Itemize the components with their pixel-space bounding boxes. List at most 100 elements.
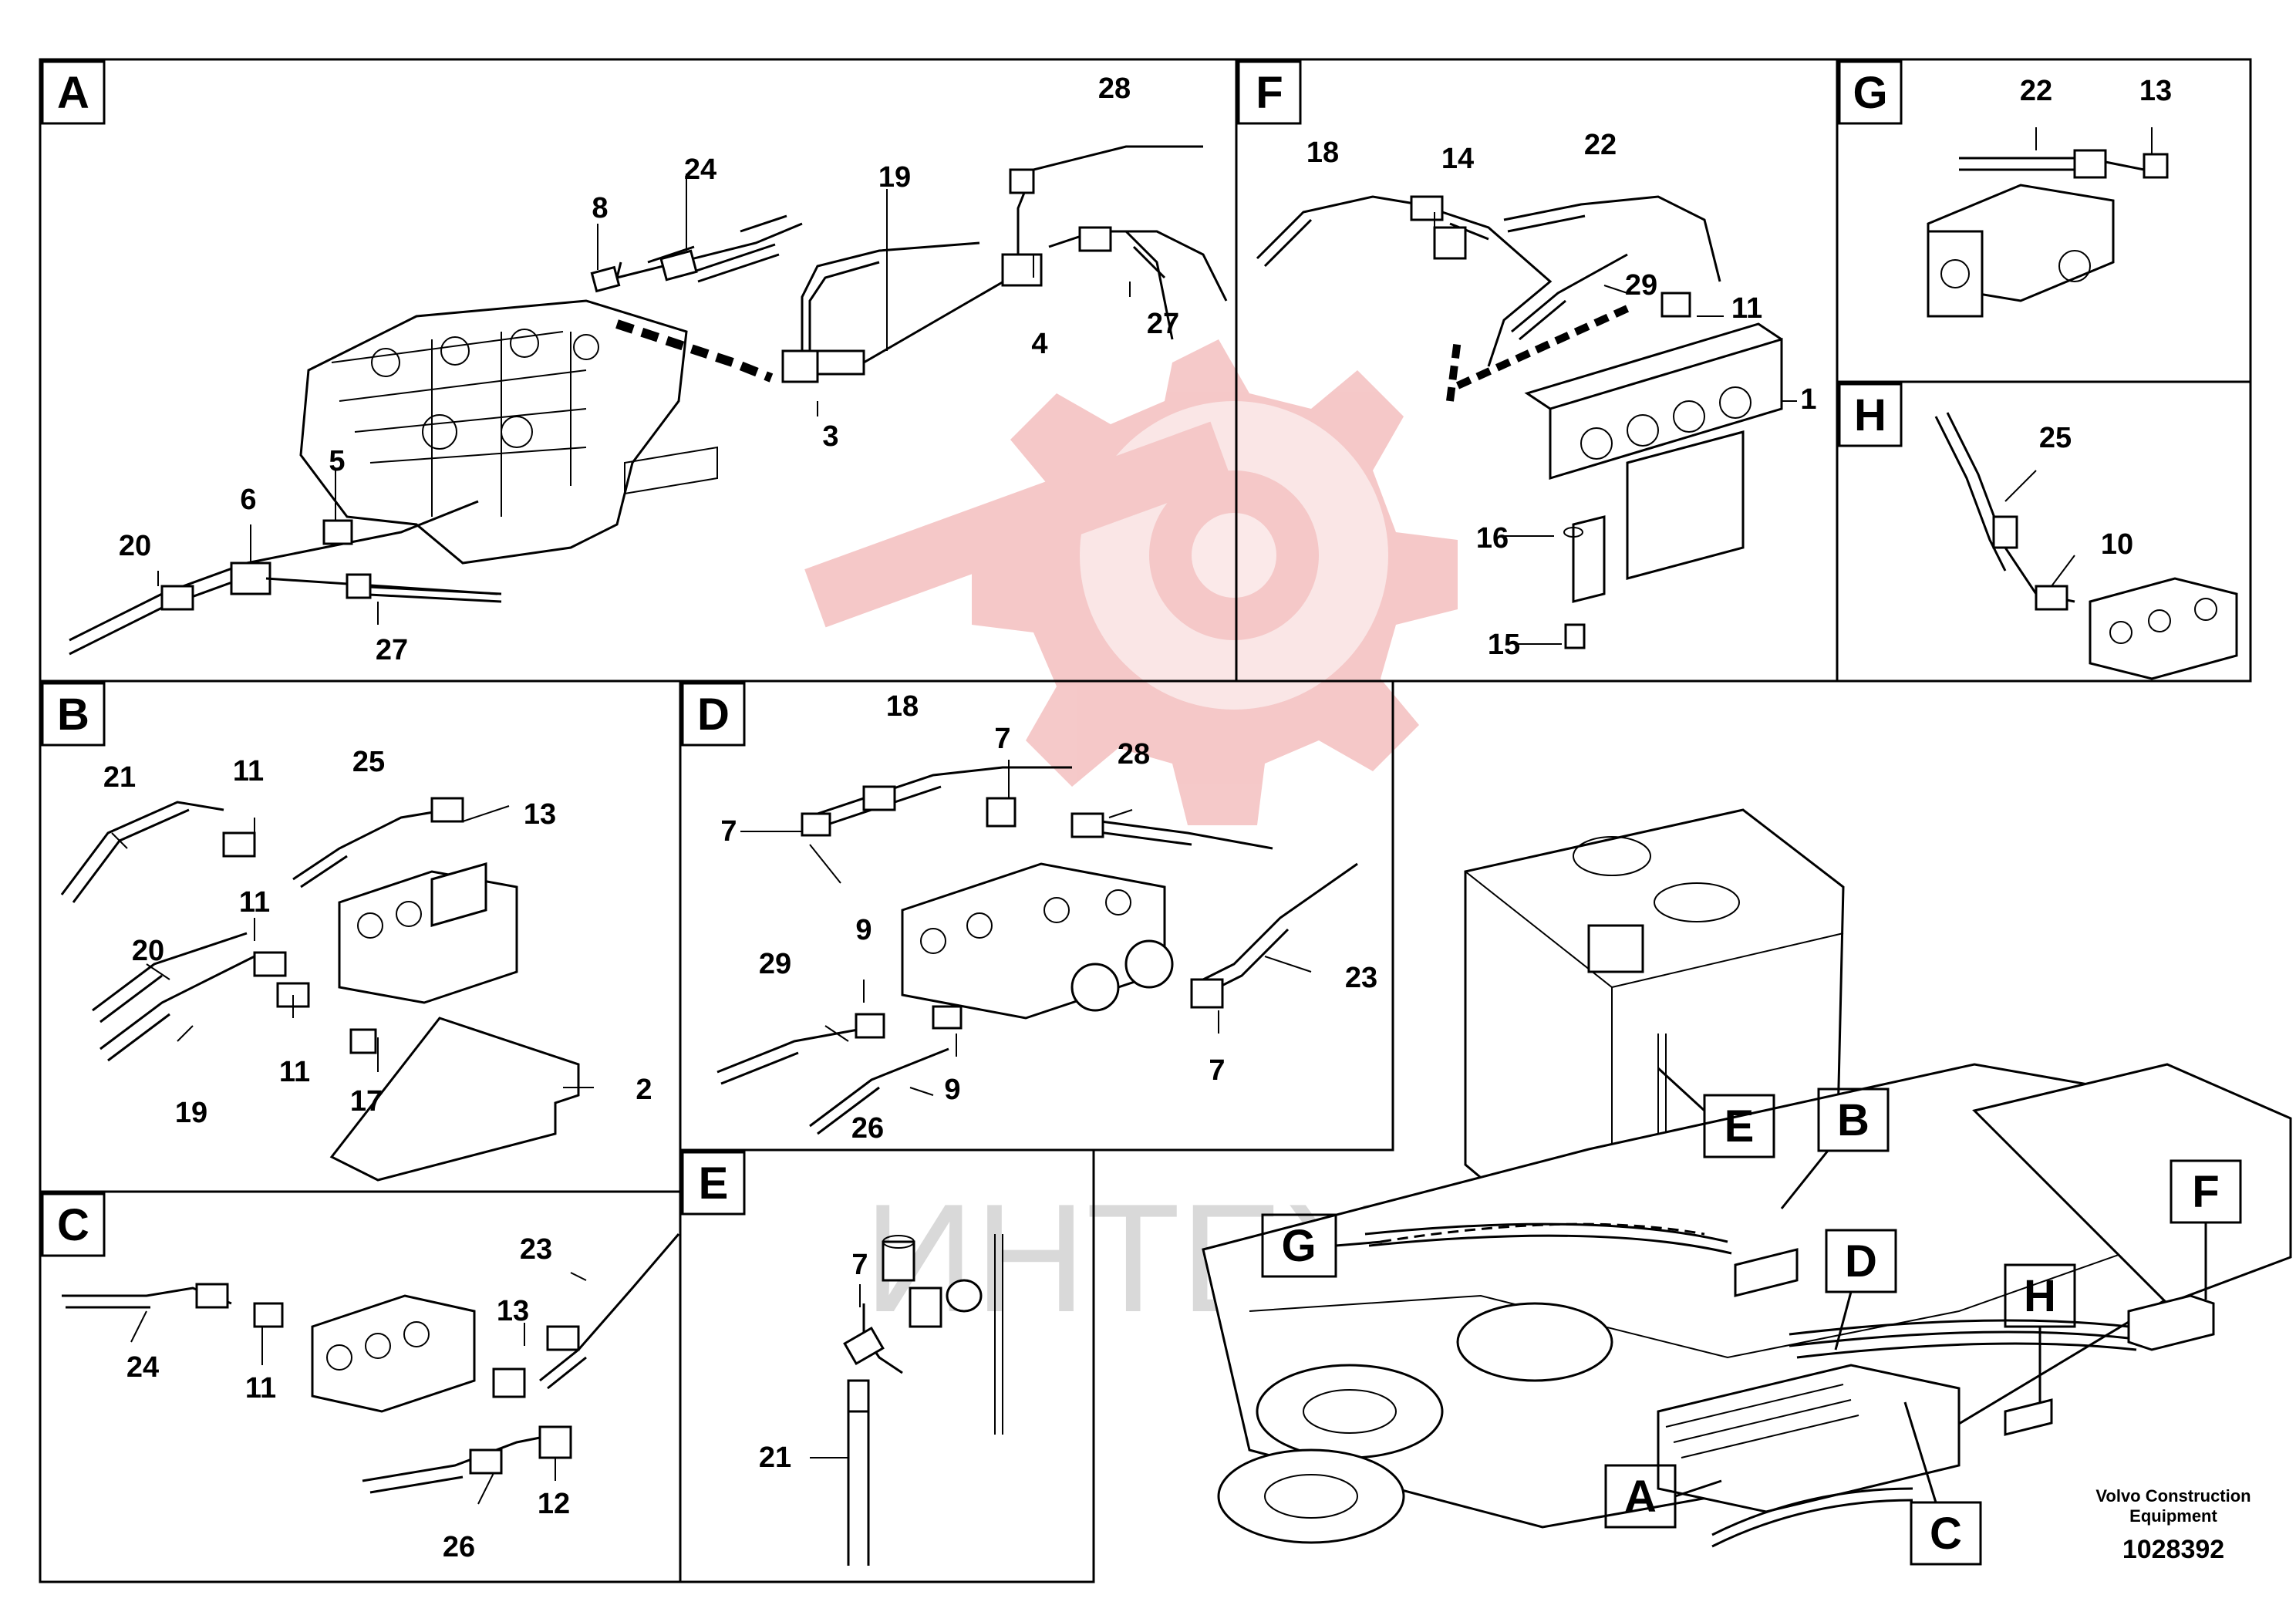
panel-A-drawing	[69, 145, 1228, 656]
part-number: 5	[329, 445, 345, 477]
control-valve	[299, 299, 688, 565]
panel-C-numbers: 23 24 11 13 12 26	[126, 1233, 570, 1563]
part-number: 13	[524, 798, 556, 831]
part-number: 26	[851, 1112, 884, 1145]
callout-C: C	[1903, 1401, 1982, 1566]
callout-text: C	[1930, 1509, 1962, 1559]
brand-line-2: Equipment	[2129, 1506, 2217, 1526]
panel-label-G: G	[1838, 60, 1903, 125]
part-number: 25	[2039, 422, 2072, 454]
callout-E: E	[1657, 1067, 1775, 1158]
watermark-logo	[804, 339, 1458, 825]
callout-G: G	[1261, 1213, 1383, 1278]
part-number: 28	[1098, 73, 1131, 105]
part-number: 1	[1800, 383, 1816, 416]
panel-G-numbers: 22 13	[2020, 75, 2172, 107]
panel-B-numbers: 21 11 25 13 11 20 11 19 17 2	[103, 746, 652, 1129]
part-number: 6	[240, 484, 256, 516]
panel-A-numbers: 28 24 19 8 4 27 3 5 6 20 27	[119, 73, 1179, 666]
footer: Volvo Construction Equipment 1028392	[2095, 1486, 2250, 1564]
part-number: 7	[1209, 1054, 1225, 1087]
part-number: 11	[239, 886, 270, 919]
part-number: 11	[245, 1372, 276, 1404]
part-number: 18	[1306, 137, 1339, 169]
part-number: 22	[1584, 129, 1617, 161]
overview-callouts: E B D F G H A	[1261, 1067, 2242, 1566]
panel-E-frame	[679, 1148, 1095, 1583]
drawing-number: 1028392	[2122, 1535, 2224, 1564]
callout-B: B	[1780, 1088, 1890, 1209]
part-number: 23	[1345, 962, 1377, 994]
callout-text: D	[1845, 1236, 1877, 1286]
part-number: 20	[132, 935, 164, 967]
panel-label-C: C	[41, 1192, 106, 1257]
panel-H-numbers: 25 10	[2039, 422, 2133, 561]
part-number: 20	[119, 530, 151, 562]
part-number: 7	[994, 723, 1010, 755]
panel-label-text: G	[1853, 68, 1887, 118]
panel-label-H: H	[1838, 383, 1903, 447]
part-number: 21	[759, 1442, 791, 1474]
panel-H-drawing	[1934, 412, 2238, 680]
part-number: 13	[2139, 75, 2172, 107]
part-number: 19	[878, 161, 911, 194]
panel-label-text: C	[57, 1200, 89, 1250]
panel-F-numbers: 18 14 22 29 11 1 16 15	[1306, 129, 1817, 661]
part-number: 24	[126, 1351, 159, 1384]
part-number: 26	[443, 1531, 475, 1563]
panel-label-A: A	[41, 60, 106, 125]
part-number: 11	[233, 755, 264, 787]
part-number: 29	[759, 948, 791, 980]
part-number: 23	[520, 1233, 552, 1266]
panel-F-drawing	[1256, 195, 1797, 649]
callout-H: H	[2004, 1263, 2076, 1404]
panel-label-text: A	[57, 68, 89, 118]
part-number: 16	[1476, 522, 1509, 555]
callout-text: B	[1837, 1095, 1870, 1145]
callout-text: H	[2024, 1271, 2056, 1321]
part-number: 13	[497, 1295, 529, 1327]
panel-E-drawing	[810, 1234, 1003, 1566]
part-number: 17	[350, 1085, 383, 1118]
part-number: 7	[720, 815, 737, 848]
panel-label-text: E	[699, 1158, 729, 1209]
brand-line-1: Volvo Construction	[2095, 1486, 2250, 1506]
panel-E-numbers: 7 21	[759, 1249, 868, 1474]
part-number: 18	[886, 690, 919, 723]
part-number: 3	[822, 420, 838, 453]
panel-label-text: F	[1256, 68, 1283, 118]
panel-label-text: B	[57, 690, 89, 740]
callout-D: D	[1825, 1229, 1897, 1351]
callout-A: A	[1604, 1464, 1722, 1529]
part-number: 27	[1147, 308, 1179, 340]
overview-machine	[1202, 808, 2292, 1548]
part-number: 19	[175, 1097, 207, 1129]
panel-C-drawing	[62, 1233, 680, 1505]
panel-H-frame	[1836, 380, 2252, 683]
callout-text: F	[2192, 1167, 2219, 1217]
part-number: 9	[944, 1074, 960, 1106]
part-number: 9	[855, 914, 872, 946]
part-number: 14	[1441, 143, 1474, 175]
panel-label-text: D	[697, 690, 730, 740]
part-number: 29	[1625, 269, 1657, 302]
panel-label-E: E	[681, 1151, 746, 1216]
part-number: 24	[684, 153, 716, 186]
part-number: 4	[1031, 328, 1047, 360]
part-number: 10	[2101, 528, 2133, 561]
callout-text: G	[1281, 1221, 1316, 1271]
part-number: 28	[1118, 738, 1150, 771]
part-number: 22	[2020, 75, 2052, 107]
panel-label-D: D	[681, 682, 746, 747]
part-number: 2	[636, 1074, 652, 1106]
panel-label-F: F	[1237, 60, 1302, 125]
part-number: 15	[1488, 629, 1520, 661]
part-number: 11	[279, 1056, 310, 1088]
part-number: 8	[592, 192, 608, 224]
callout-text: A	[1624, 1472, 1657, 1522]
callout-F: F	[2170, 1159, 2242, 1300]
panel-label-text: H	[1854, 390, 1886, 440]
panel-D-drawing	[716, 760, 1358, 1135]
part-number: 11	[1731, 292, 1762, 325]
